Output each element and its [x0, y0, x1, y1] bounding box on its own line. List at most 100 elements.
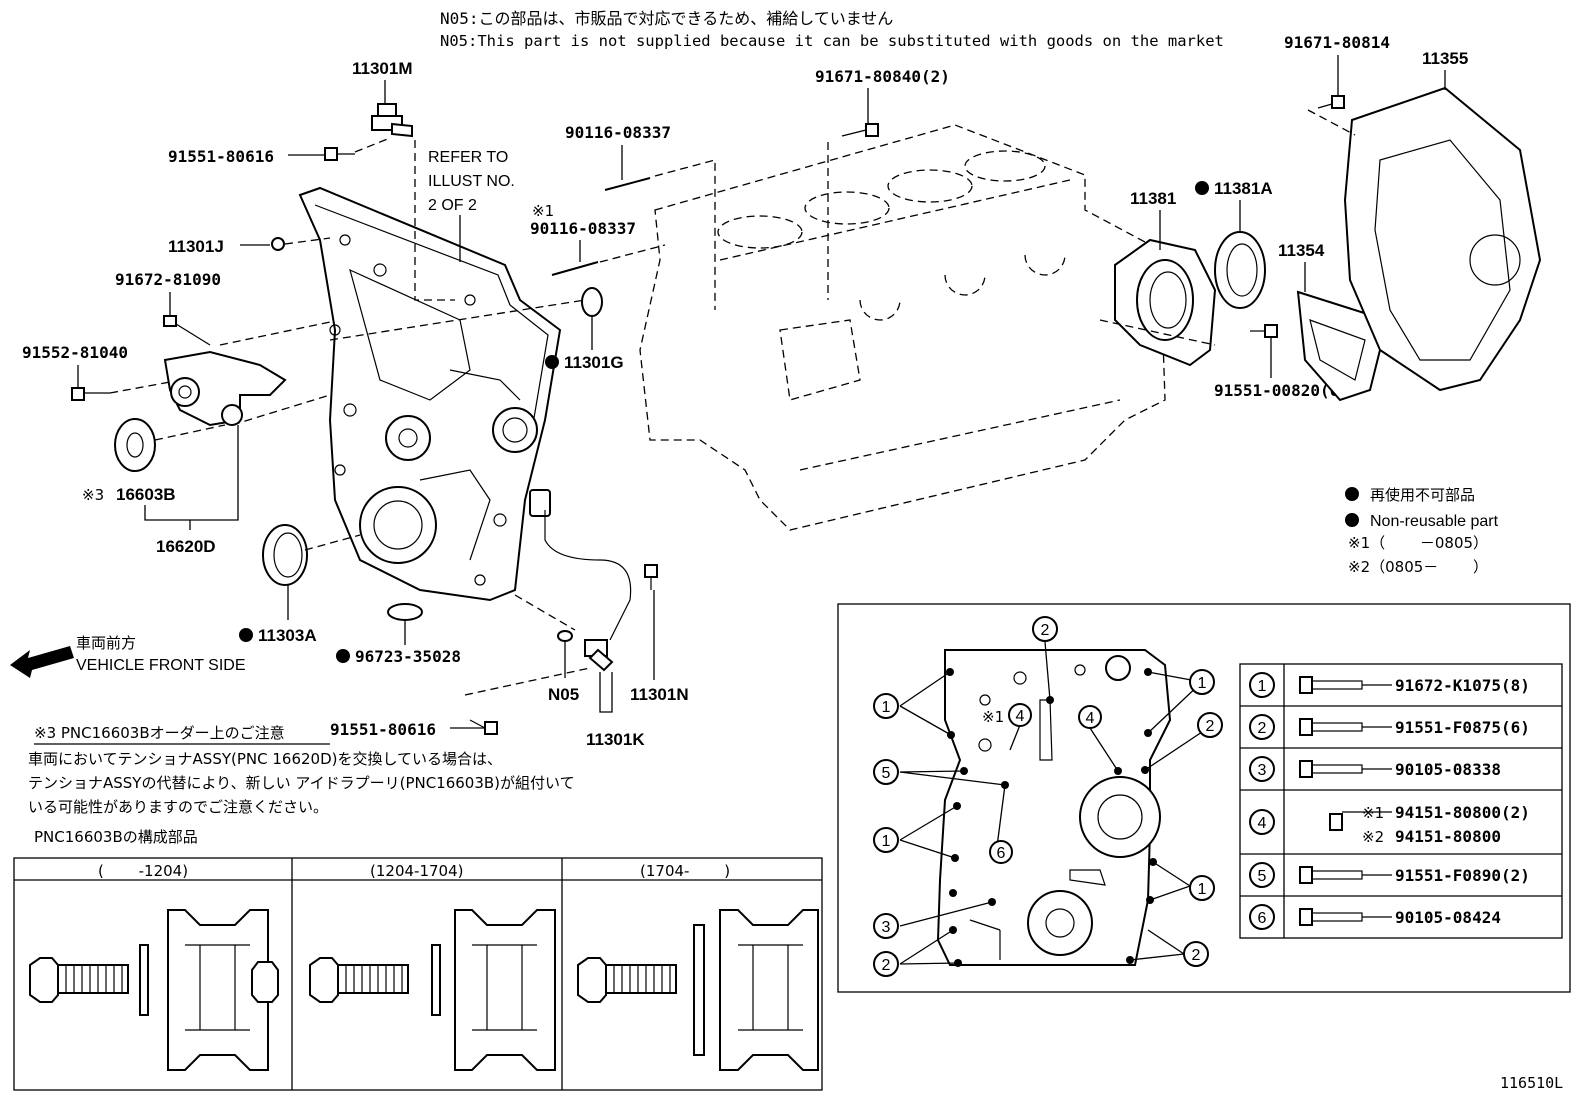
star1-mark-stud: ※1	[532, 202, 554, 220]
table-num-circle	[1249, 672, 1275, 698]
label-11301M: 11301M	[352, 59, 413, 78]
table-part-number: 90105-08338	[1395, 760, 1501, 779]
bolt-91551-80616-top	[324, 147, 355, 161]
cam-position-sensor	[371, 103, 413, 138]
svg-text:1: 1	[882, 699, 891, 716]
period-2-parts	[309, 909, 556, 1071]
bolt-location-inset	[837, 603, 1571, 993]
bolt-icon	[1299, 676, 1313, 694]
inset-callouts	[873, 616, 1223, 977]
bolt-icon	[1299, 718, 1313, 736]
plug-11301J	[271, 237, 285, 251]
label-11355: 11355	[1422, 49, 1468, 68]
label-11301N: 11301N	[630, 685, 689, 704]
legend-star1: ※1（ －0805）	[1348, 534, 1488, 552]
svg-text:2: 2	[1206, 718, 1215, 735]
front-en: VEHICLE FRONT SIDE	[76, 657, 246, 674]
period-2: (1204-1704)	[370, 862, 463, 880]
table-part-number: 91672-K1075(8)	[1395, 676, 1530, 695]
table-part-number: 91551-F0875(6)	[1395, 718, 1530, 737]
label-11301G: 11301G	[564, 353, 624, 372]
table-part-number: 94151-80800(2)	[1395, 803, 1530, 822]
bolt-icon	[1299, 760, 1313, 778]
label-11354: 11354	[1278, 241, 1325, 260]
svg-text:2: 2	[1192, 947, 1201, 964]
tensioner-assy	[163, 350, 287, 427]
front-arrow-icon	[10, 646, 74, 678]
nonreuse-dot-96723	[336, 649, 350, 663]
note-n05-jp: N05:この部品は、市販品で対応できるため、補給していません	[440, 9, 893, 28]
inset-callout-numbers: 2 1 1 4 4 2 5 1 6 1 3 2 2	[882, 622, 1215, 974]
o-ring-n05	[557, 630, 573, 642]
svg-text:2: 2	[882, 957, 891, 974]
caution-composition: PNC16603Bの構成部品	[34, 828, 198, 846]
table-num: 1	[1258, 678, 1267, 695]
label-91671-80814: 91671-80814	[1284, 33, 1390, 52]
label-91671-80840: 91671-80840(2)	[815, 67, 950, 86]
label-11303A: 11303A	[258, 626, 317, 645]
rear-oil-seal	[1214, 231, 1266, 309]
idler-pulley	[114, 418, 156, 472]
label-91552-81040: 91552-81040	[22, 343, 128, 362]
oil-seal-11303A	[262, 524, 308, 586]
bolt-icon	[1329, 813, 1343, 831]
callout-num: 2	[1041, 622, 1050, 639]
table-num: 5	[1258, 868, 1267, 885]
caution-line-1: 車両においてテンショナASSY(PNC 16620D)を交換している場合は、	[28, 750, 502, 768]
table-num-circle	[1249, 714, 1275, 740]
svg-text:4: 4	[1016, 708, 1025, 725]
cylinder-block-phantom	[639, 124, 1166, 531]
bolt-91671-80814	[1317, 95, 1345, 109]
gasket-11301G	[581, 287, 603, 317]
bolt-91551-00820	[1250, 324, 1278, 338]
bolt-91552-81040	[71, 387, 110, 401]
inset-leaders	[899, 641, 1206, 965]
bolt-shank-icon	[1311, 912, 1363, 922]
bolt-91551-80616-bottom	[469, 719, 498, 735]
table-part-number: 91551-F0890(2)	[1395, 866, 1530, 885]
svg-text:3: 3	[882, 919, 891, 936]
table-mark-2: ※2	[1362, 828, 1384, 846]
nonreuse-dot-11381A	[1195, 181, 1209, 195]
caution-title: ※3 PNC16603Bオーダー上のご注意	[34, 724, 285, 742]
caution-line-2: テンショナASSYの代替により、新しい アイドラプーリ(PNC16603B)が組…	[28, 774, 575, 792]
nonreuse-dot-11303A	[239, 628, 253, 642]
table-part-number-2: 94151-80800	[1395, 827, 1501, 846]
label-11301K: 11301K	[586, 730, 645, 749]
svg-text:1: 1	[1198, 881, 1207, 898]
label-11301J: 11301J	[168, 237, 224, 256]
inset-star1: ※1	[982, 708, 1004, 726]
bolt-91672-81090	[163, 315, 211, 346]
bolt-shank-icon	[1311, 764, 1363, 774]
end-plate-11355	[1343, 86, 1542, 392]
inset-cover	[936, 649, 1172, 966]
label-91672-81090: 91672-81090	[115, 270, 221, 289]
legend-dot-2	[1345, 513, 1359, 527]
table-num-circle	[1249, 904, 1275, 930]
label-91551-80616-bottom: 91551-80616	[330, 720, 436, 739]
o-ring-96723	[387, 603, 423, 621]
label-90116-08337-b: 90116-08337	[530, 219, 636, 238]
legend-star2: ※2（0805－ ）	[1348, 558, 1488, 576]
label-96723-35028: 96723-35028	[355, 647, 461, 666]
refer-line-3: 2 OF 2	[428, 197, 477, 214]
label-11381A: 11381A	[1214, 179, 1273, 198]
legend-dot-1	[1345, 487, 1359, 501]
front-jp: 車両前方	[76, 634, 136, 652]
label-16620D: 16620D	[156, 537, 216, 556]
table-num-circle	[1249, 862, 1275, 888]
bolt-table	[1239, 663, 1563, 939]
label-N05: N05	[548, 685, 579, 704]
table-num-circle	[1249, 756, 1275, 782]
table-num: 6	[1258, 910, 1267, 927]
table-mark: ※1	[1362, 804, 1384, 822]
figure-id: 116510L	[1500, 1074, 1563, 1092]
label-91551-80616-top: 91551-80616	[168, 147, 274, 166]
label-91551-00820: 91551-00820(6)	[1214, 381, 1349, 400]
period-3: (1704- )	[640, 862, 730, 880]
crank-sensor	[584, 639, 614, 672]
legend-nonreuse-jp: 再使用不可部品	[1370, 486, 1475, 504]
